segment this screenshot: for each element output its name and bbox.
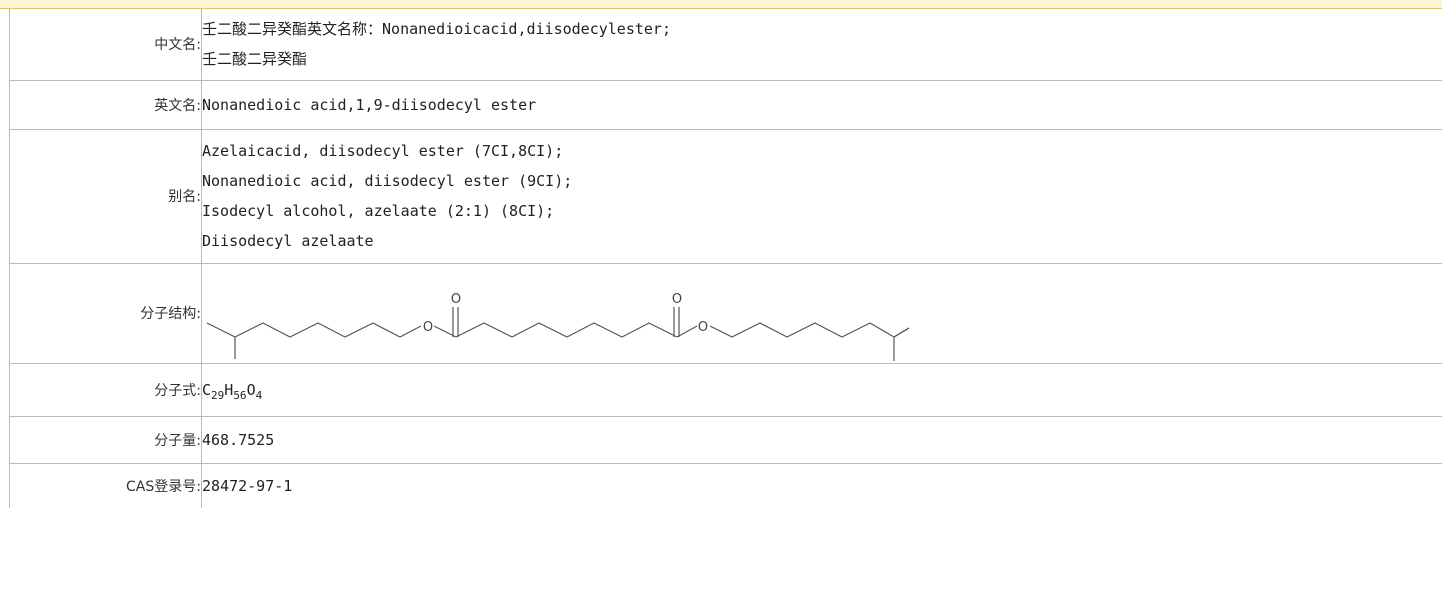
- value-structure: O O O O: [201, 262, 1442, 363]
- molecular-structure-image: O O O O: [206, 292, 910, 361]
- value-molecular-weight: 468.7525: [201, 415, 1442, 463]
- formula-element-o: O: [246, 380, 256, 399]
- chinese-name-line-2: 壬二酸二异癸酯: [202, 50, 308, 69]
- alias-line-2: Nonanedioic acid, diisodecyl ester (9CI)…: [202, 172, 573, 190]
- row-chinese-name: 中文名: 壬二酸二异癸酯英文名称：Nonanedioicacid,diisode…: [9, 9, 1442, 80]
- formula-count-o: 4: [255, 388, 263, 402]
- value-formula: C29H56O4: [201, 362, 1442, 416]
- formula-element-h: H: [224, 380, 234, 399]
- row-structure: 分子结构:: [9, 262, 1442, 363]
- label-alias: 别名:: [9, 128, 202, 263]
- value-alias: Azelaicacid, diisodecyl ester (7CI,8CI);…: [201, 128, 1442, 263]
- compound-info-table: 中文名: 壬二酸二异癸酯英文名称：Nonanedioicacid,diisode…: [9, 9, 1442, 508]
- label-chinese-name: 中文名:: [9, 9, 202, 80]
- label-molecular-weight: 分子量:: [9, 415, 202, 463]
- formula-count-c: 29: [211, 388, 225, 402]
- value-chinese-name: 壬二酸二异癸酯英文名称：Nonanedioicacid,diisodecyles…: [202, 9, 1442, 80]
- row-formula: 分子式: C29H56O4: [9, 362, 1442, 416]
- row-alias: 别名: Azelaicacid, diisodecyl ester (7CI,8…: [9, 128, 1442, 263]
- formula-count-h: 56: [233, 388, 247, 402]
- header-band: [0, 0, 1442, 9]
- row-cas: CAS登录号: 28472-97-1: [9, 462, 1442, 508]
- label-structure: 分子结构:: [9, 262, 202, 363]
- formula-element-c: C: [202, 380, 212, 399]
- value-cas: 28472-97-1: [201, 462, 1442, 508]
- row-molecular-weight: 分子量: 468.7525: [9, 415, 1442, 463]
- label-formula: 分子式:: [9, 362, 202, 416]
- alias-line-1: Azelaicacid, diisodecyl ester (7CI,8CI);: [202, 142, 564, 160]
- label-cas: CAS登录号:: [9, 462, 202, 508]
- oxygen-atom-2: O: [451, 292, 461, 307]
- label-english-name: 英文名:: [9, 79, 202, 129]
- oxygen-atom-3: O: [672, 292, 682, 307]
- value-english-name: Nonanedioic acid,1,9-diisodecyl ester: [201, 79, 1442, 129]
- row-english-name: 英文名: Nonanedioic acid,1,9-diisodecyl est…: [9, 79, 1442, 129]
- alias-line-4: Diisodecyl azelaate: [202, 232, 374, 250]
- alias-line-3: Isodecyl alcohol, azelaate (2:1) (8CI);: [202, 202, 555, 220]
- oxygen-atom-1: O: [423, 320, 433, 335]
- oxygen-atom-4: O: [698, 320, 708, 335]
- chinese-name-line-1: 壬二酸二异癸酯英文名称：Nonanedioicacid,diisodecyles…: [202, 20, 671, 39]
